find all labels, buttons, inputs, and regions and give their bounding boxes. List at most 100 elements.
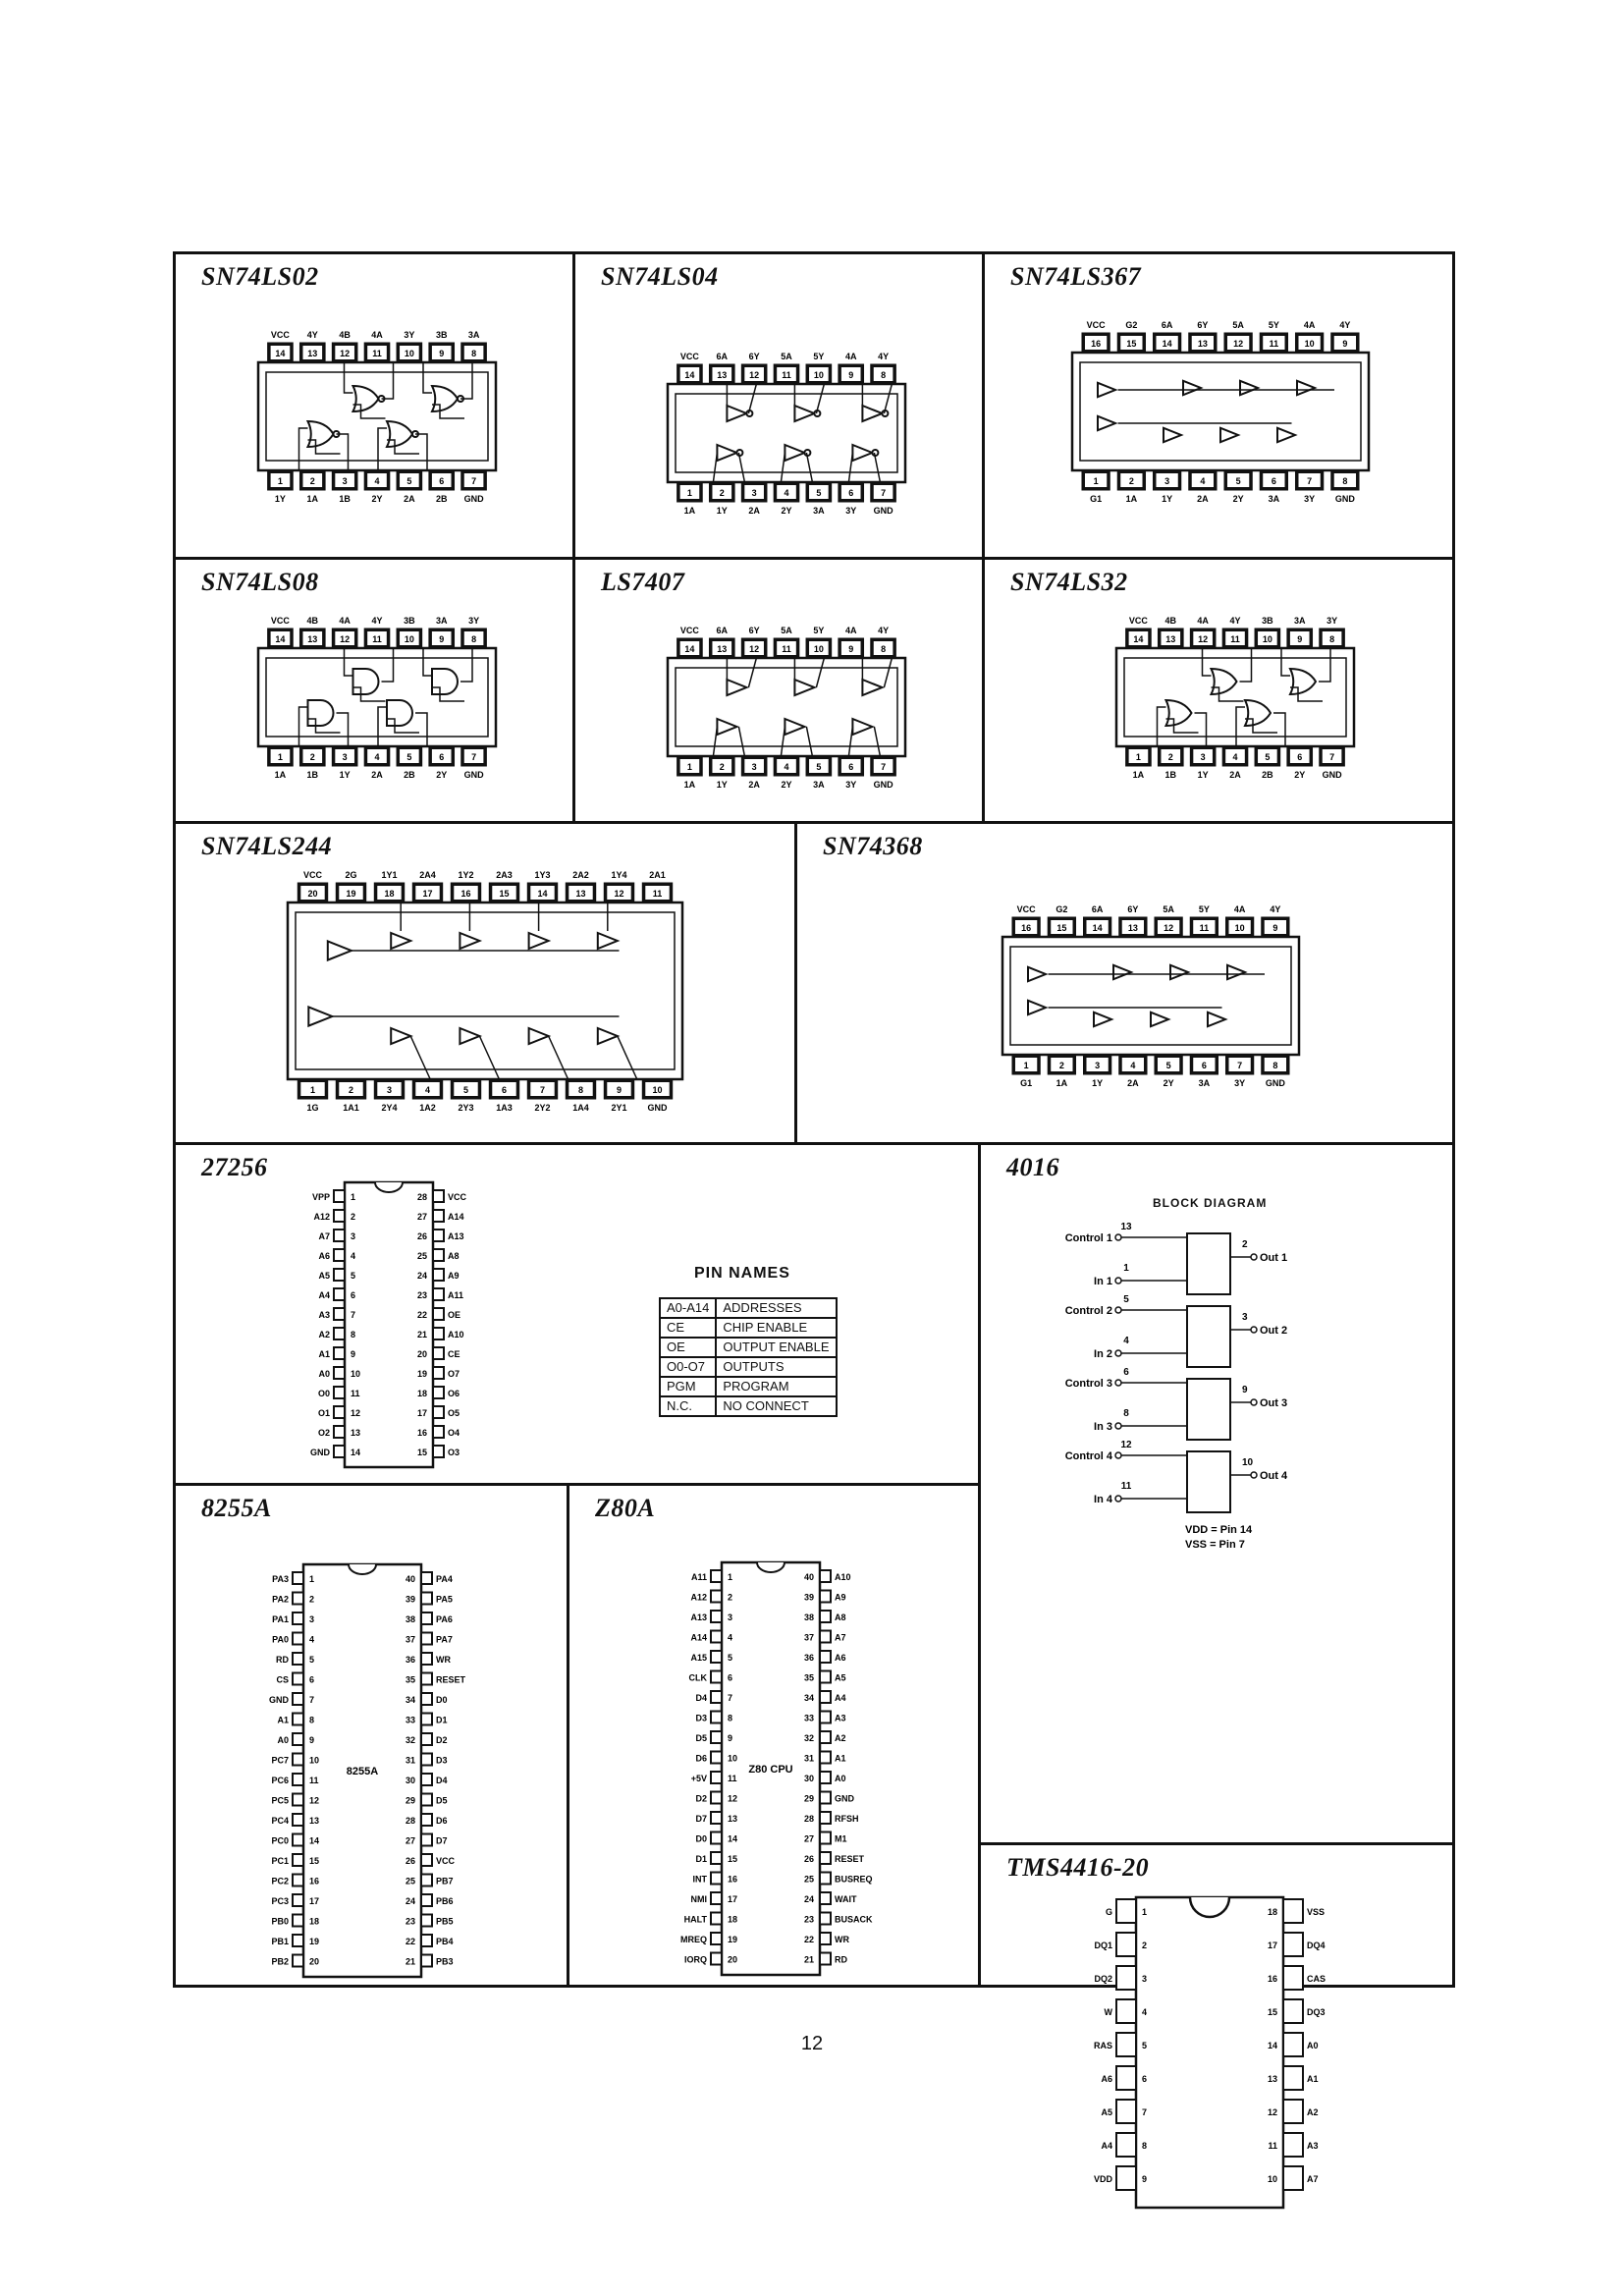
pin-label: A15 [690, 1653, 707, 1663]
pin-label: PA5 [436, 1595, 453, 1605]
chip-inner-outline [1079, 361, 1362, 462]
pin-label: D4 [436, 1776, 448, 1785]
pin-label: OE [448, 1310, 460, 1320]
pin-label: 1Y4 [611, 870, 626, 880]
pin-number: 1 [309, 1574, 314, 1584]
pin-left [1115, 2132, 1137, 2158]
wire [1201, 648, 1212, 677]
pin-number: 3 [1164, 476, 1169, 486]
pin-number: 21 [804, 1955, 814, 1965]
pin-label: 3Y [845, 506, 856, 516]
buffer-gate [1276, 426, 1298, 444]
pin-label: RD [276, 1655, 289, 1665]
pin-number: 13 [309, 1816, 319, 1826]
buffer-gate [784, 717, 808, 737]
pin-label: 2B [404, 770, 415, 780]
pin-label: A6 [835, 1653, 846, 1663]
pin-label: PB4 [436, 1937, 454, 1946]
pin-right [819, 1771, 832, 1784]
wire [422, 648, 432, 677]
pin-top-window [607, 886, 631, 900]
pin-left [333, 1248, 346, 1262]
pin-label: 4Y [307, 330, 318, 340]
pin-label: A8 [448, 1251, 460, 1261]
pin-number: 17 [728, 1894, 737, 1904]
pin-top-window [454, 886, 478, 900]
pin-bottom-window [1333, 473, 1357, 487]
pin-top-window [679, 641, 700, 655]
pin-top-window [1333, 336, 1357, 350]
pin-number: 11 [351, 1389, 360, 1398]
pin-top-window [1322, 631, 1342, 645]
pin-label: A2 [318, 1330, 330, 1339]
pin-top-window [377, 886, 402, 900]
pin-right [420, 1873, 433, 1887]
pin-left [292, 1792, 304, 1807]
pin-label: 5Y [1269, 320, 1279, 330]
pin-left [1115, 2165, 1137, 2191]
pin-bottom-window [377, 1082, 402, 1096]
pin-left [292, 1853, 304, 1867]
pin-right [420, 1652, 433, 1666]
pin-label: O0 [318, 1389, 330, 1398]
buffer-gate [1182, 379, 1204, 397]
pin-left [710, 1569, 723, 1583]
switch-block [1186, 1305, 1231, 1368]
output-terminal [1250, 1326, 1258, 1334]
pin-label: 3B [1262, 616, 1273, 626]
pin-number: 36 [406, 1655, 415, 1665]
pin-label: VCC [1017, 904, 1037, 914]
wire [298, 427, 308, 470]
wire [1280, 648, 1290, 677]
pin-bottom-window [1228, 1058, 1251, 1071]
input-terminal [1114, 1277, 1122, 1285]
chip-title: 4016 [1006, 1153, 1059, 1181]
pin-label: D6 [436, 1816, 448, 1826]
pin-names-cell: CHIP ENABLE [715, 1317, 838, 1339]
pin-label: 1Y [1198, 770, 1209, 780]
pin-label: A0 [835, 1774, 846, 1783]
pin-left [292, 1692, 304, 1706]
pin-bottom-window [809, 759, 829, 773]
pin-left [292, 1671, 304, 1686]
pin-label: D0 [695, 1834, 707, 1844]
pin-label: INT [693, 1875, 708, 1885]
chip-title: SN74LS244 [201, 832, 333, 860]
pin-number: 6 [502, 1085, 507, 1095]
pin-label: PB5 [436, 1917, 454, 1927]
pin-number: 13 [307, 634, 317, 644]
pin-label: 4A [371, 330, 383, 340]
wire [307, 718, 341, 734]
pin-label: A12 [313, 1212, 330, 1222]
pin-label: 2Y3 [458, 1103, 473, 1113]
pin-label: VCC [680, 626, 700, 635]
pin-label: 4Y [1270, 904, 1280, 914]
pin-top-window [367, 631, 387, 645]
pin-number: 12 [1233, 339, 1243, 349]
buffer-gate [1239, 379, 1261, 397]
pin-top-window [1120, 336, 1143, 350]
pin-left [292, 1813, 304, 1827]
pin-label: 2A [748, 506, 760, 516]
output-label: Out 1 [1260, 1252, 1287, 1264]
pin-label: 2A2 [572, 870, 589, 880]
chip-body [301, 1562, 423, 1979]
pin-number: 23 [804, 1915, 814, 1925]
pin-label: 2A [1127, 1078, 1139, 1088]
buffer-gate [793, 404, 818, 423]
pin-number: 7 [471, 476, 476, 486]
pin-number: 16 [417, 1428, 427, 1438]
control-label: Control 4 [1065, 1450, 1113, 1462]
pin-number: 24 [804, 1894, 814, 1904]
pin-number: 15 [1126, 339, 1136, 349]
pin-number: 2 [310, 476, 315, 486]
pin-number: 2 [720, 762, 725, 772]
pin-bottom-window [840, 759, 861, 773]
pinout-sn74ls04: 14VCC11A136A21Y126Y32A115A42Y105Y53A94A6… [666, 352, 907, 516]
pin-left [333, 1386, 346, 1399]
pin-right [432, 1346, 445, 1360]
pin-left [710, 1650, 723, 1664]
pin-number: 10 [728, 1754, 737, 1764]
pin-number: 10 [405, 349, 414, 358]
